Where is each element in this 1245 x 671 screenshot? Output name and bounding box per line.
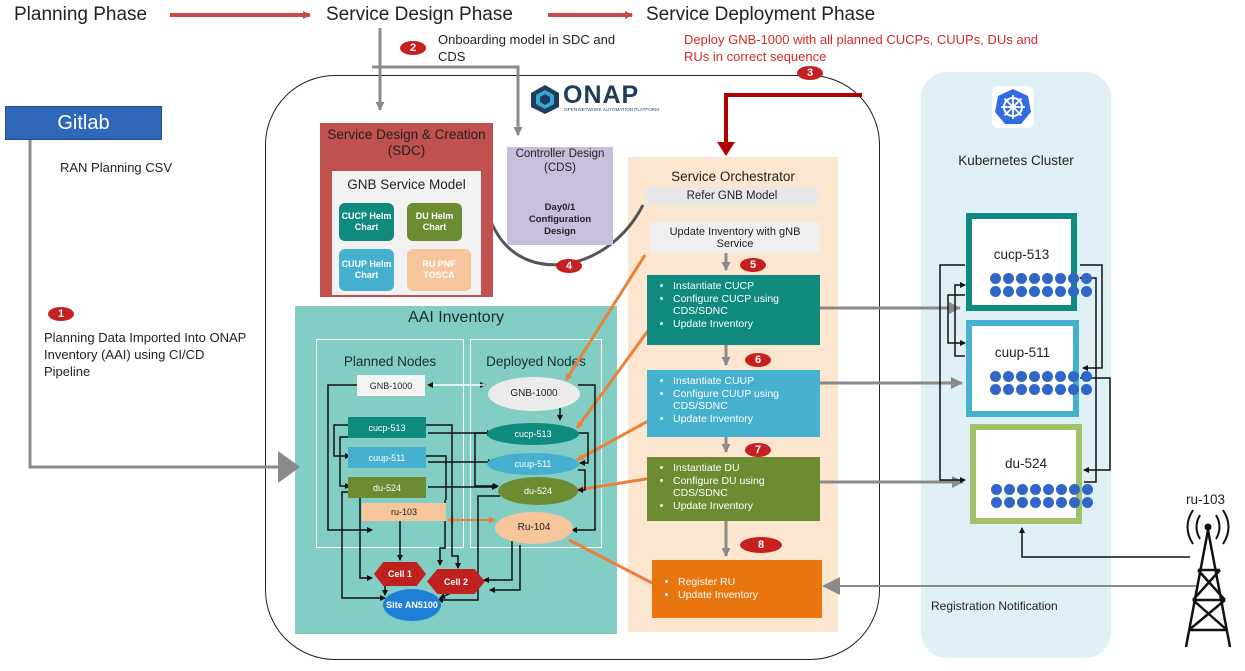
ru-pnf-tosca: RU PNF TOSCA bbox=[407, 249, 471, 291]
kubernetes-logo bbox=[992, 86, 1034, 128]
so-cuup-update: Update Inventory bbox=[673, 413, 814, 426]
planned-node-site: Site AN5100 bbox=[383, 589, 441, 621]
ru-orchestration-step: Register RU Update Inventory bbox=[652, 560, 822, 618]
step-8-badge: 8 bbox=[740, 537, 782, 553]
deployed-node-du: du-524 bbox=[498, 477, 578, 505]
cucp-orchestration-step: Instantiate CUCP Configure CUCP using CD… bbox=[647, 275, 820, 345]
sdc-box: Service Design & Creation (SDC) GNB Serv… bbox=[320, 123, 493, 297]
so-du-instantiate: Instantiate DU bbox=[673, 462, 814, 475]
so-cucp-instantiate: Instantiate CUCP bbox=[673, 280, 814, 293]
k8s-cuup-label: cuup-511 bbox=[994, 345, 1051, 360]
k8s-cucp-cluster: cucp-513 bbox=[966, 213, 1092, 311]
aai-inventory-title: AAI Inventory bbox=[407, 309, 505, 326]
planned-node-du: du-524 bbox=[348, 477, 426, 498]
planned-node-cell-1: Cell 1 bbox=[374, 562, 426, 586]
step-4-badge: 4 bbox=[556, 259, 582, 273]
planning-phase-label: Planning Phase bbox=[14, 4, 148, 25]
sdc-title: Service Design & Creation (SDC) bbox=[327, 127, 486, 158]
deployed-node-ru: Ru-104 bbox=[495, 512, 573, 544]
design-phase-label: Service Design Phase bbox=[326, 4, 513, 25]
planned-node-cell-2: Cell 2 bbox=[427, 569, 485, 594]
ru-tower-label: ru-103 bbox=[1186, 492, 1226, 507]
planned-nodes-title: Planned Nodes bbox=[343, 354, 437, 369]
step-7-badge: 7 bbox=[745, 443, 771, 457]
gitlab-box: Gitlab bbox=[5, 106, 162, 140]
radio-tower-icon bbox=[1184, 509, 1232, 648]
so-cuup-configure: Configure CUUP using CDS/SDNC bbox=[673, 388, 814, 413]
onap-logo-tagline: OPEN NETWORK AUTOMATION PLATFORM bbox=[564, 107, 659, 112]
so-du-update: Update Inventory bbox=[673, 500, 814, 513]
planned-node-cuup: cuup-511 bbox=[348, 447, 426, 468]
onap-boundary bbox=[265, 75, 880, 660]
k8s-cucp-pods bbox=[990, 273, 1092, 297]
so-du-configure: Configure DU using CDS/SDNC bbox=[673, 475, 814, 500]
step-3-badge: 3 bbox=[797, 66, 823, 80]
planning-data-note: Planning Data Imported Into ONAP Invento… bbox=[44, 330, 247, 379]
onboarding-note: Onboarding model in SDC and CDS bbox=[438, 32, 616, 64]
gnb-service-model-title: GNB Service Model bbox=[347, 177, 466, 192]
refer-gnb-model-step: Refer GNB Model bbox=[645, 187, 819, 205]
du-helm-chart: DU Helm Chart bbox=[407, 203, 462, 241]
planned-node-gnb: GNB-1000 bbox=[357, 375, 425, 396]
so-cucp-update: Update Inventory bbox=[673, 318, 814, 331]
update-inventory-gnb-step: Update Inventory with gNB Service bbox=[650, 222, 820, 253]
step-1-badge: 1 bbox=[48, 307, 74, 321]
deployed-nodes-box bbox=[470, 339, 602, 548]
cds-title: Controller Design (CDS) bbox=[515, 148, 605, 174]
onap-logo: ONAP OPEN NETWORK AUTOMATION PLATFORM bbox=[526, 81, 659, 116]
planned-node-ru: ru-103 bbox=[362, 503, 446, 521]
deployment-phase-label: Service Deployment Phase bbox=[646, 4, 876, 25]
deployed-node-cucp: cucp-513 bbox=[487, 423, 579, 445]
so-cuup-instantiate: Instantiate CUUP bbox=[673, 375, 814, 388]
k8s-du-cluster: du-524 bbox=[970, 424, 1093, 524]
deployed-node-gnb: GNB-1000 bbox=[488, 377, 580, 411]
deployed-nodes-title: Deployed Nodes bbox=[486, 354, 586, 369]
cucp-helm-chart: CUCP Helm Chart bbox=[339, 203, 394, 241]
so-cucp-configure: Configure CUCP using CDS/SDNC bbox=[673, 293, 814, 318]
cds-box: Controller Design (CDS) Day0/1 Configura… bbox=[507, 147, 613, 245]
planned-node-cucp: cucp-513 bbox=[348, 417, 426, 438]
so-ru-register: Register RU bbox=[678, 576, 816, 589]
step-6-badge: 6 bbox=[745, 353, 771, 367]
k8s-du-pods bbox=[991, 484, 1093, 508]
ran-planning-csv-label: RAN Planning CSV bbox=[60, 160, 172, 175]
onap-hexagon-icon bbox=[531, 85, 559, 114]
step-5-badge: 5 bbox=[740, 258, 766, 272]
k8s-cucp-label: cucp-513 bbox=[993, 247, 1050, 262]
onap-logo-text: ONAP bbox=[563, 81, 640, 109]
so-ru-update: Update Inventory bbox=[678, 589, 816, 602]
so-title: Service Orchestrator bbox=[671, 169, 795, 184]
kubernetes-cluster-title: Kubernetes Cluster bbox=[958, 153, 1074, 168]
planned-nodes-box bbox=[316, 339, 464, 548]
k8s-cuup-pods bbox=[990, 371, 1092, 395]
cuup-helm-chart: CUUP Helm Chart bbox=[339, 249, 394, 291]
registration-notification-label: Registration Notification bbox=[931, 599, 1058, 613]
gnb-service-model-box: GNB Service Model CUCP Helm Chart DU Hel… bbox=[332, 171, 481, 295]
k8s-cuup-cluster: cuup-511 bbox=[966, 320, 1092, 417]
deploy-note: Deploy GNB-1000 with all planned CUCPs, … bbox=[684, 32, 1039, 64]
du-orchestration-step: Instantiate DU Configure DU using CDS/SD… bbox=[647, 457, 820, 521]
cuup-orchestration-step: Instantiate CUUP Configure CUUP using CD… bbox=[647, 370, 820, 437]
cds-subtitle: Day0/1 Configuration Design bbox=[528, 202, 592, 237]
k8s-du-label: du-524 bbox=[1004, 456, 1048, 471]
deployed-node-cuup: cuup-511 bbox=[487, 453, 579, 475]
step-2-badge: 2 bbox=[400, 41, 426, 55]
kubernetes-helm-icon bbox=[995, 89, 1031, 124]
